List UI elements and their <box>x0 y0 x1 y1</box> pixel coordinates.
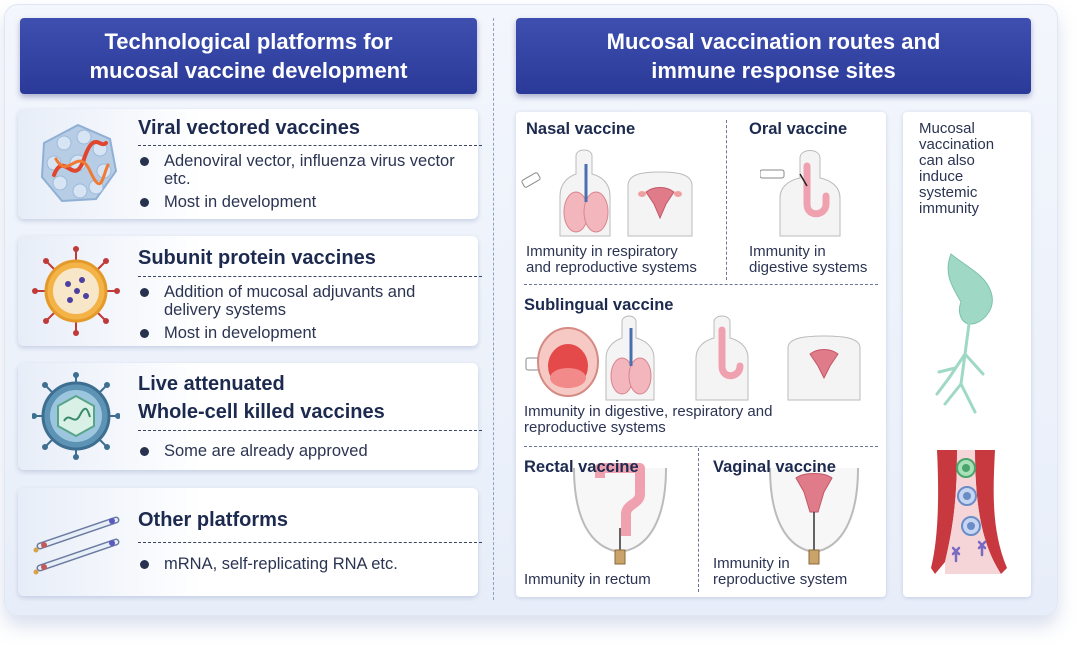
left-header: Technological platforms for mucosal vacc… <box>20 18 477 94</box>
vaginal-vaccine-title: Vaginal vaccine <box>713 458 836 476</box>
platform-card-subunit: Subunit protein vaccines Addition of muc… <box>18 236 482 347</box>
systemic-immunity-note: Mucosal vaccination can also induce syst… <box>919 120 995 217</box>
oral-digestive-illustration <box>760 146 870 238</box>
bullet-item: Some are already approved <box>138 442 468 460</box>
platform-title: Other platforms <box>138 509 289 531</box>
vaginal-illustration <box>766 458 862 568</box>
divider <box>726 120 727 280</box>
nanoparticle-icon <box>32 246 120 336</box>
rectal-vaccine-description: Immunity in rectum <box>524 571 651 588</box>
routes-panel: Nasal vaccine Oral vaccine <box>516 112 886 597</box>
bullet-list: mRNA, self-replicating RNA etc. <box>138 555 468 578</box>
rectal-vaccine-title: Rectal vaccine <box>524 458 639 476</box>
blood-vessel-illustration <box>931 450 1011 574</box>
sublingual-illustration <box>524 314 874 402</box>
oral-vaccine-description: Immunity in digestive systems <box>749 243 868 276</box>
title-rule <box>138 145 482 146</box>
bullet-item: Adenoviral vector, influenza virus vecto… <box>138 152 468 188</box>
title-rule <box>138 542 482 543</box>
platform-title: Subunit protein vaccines <box>138 247 376 269</box>
oral-vaccine-title: Oral vaccine <box>749 120 848 138</box>
title-rule <box>138 276 482 277</box>
bullet-list: Some are already approved <box>138 442 468 465</box>
sublingual-vaccine-title: Sublingual vaccine <box>524 296 674 314</box>
vaginal-vaccine-description: Immunity in reproductive system <box>713 555 848 588</box>
mrna-icon <box>32 508 124 578</box>
nasal-vaccine-title: Nasal vaccine <box>526 120 636 138</box>
bullet-list: Adenoviral vector, influenza virus vecto… <box>138 152 468 216</box>
platform-title: Viral vectored vaccines <box>138 117 360 139</box>
bullet-item: Most in development <box>138 324 468 342</box>
virus-icon <box>32 371 120 461</box>
nasal-respiratory-illustration <box>520 146 720 238</box>
divider <box>524 446 878 447</box>
sublingual-vaccine-description: Immunity in digestive, respiratory and r… <box>524 403 773 436</box>
platform-card-other: Other platforms mRNA, self-replicating R… <box>18 488 482 596</box>
bullet-list: Addition of mucosal adjuvants and delive… <box>138 283 468 347</box>
bullet-item: Most in development <box>138 193 468 211</box>
bullet-item: Addition of mucosal adjuvants and delive… <box>138 283 468 319</box>
platform-card-viral-vectored: Viral vectored vaccines Adenoviral vecto… <box>18 109 482 219</box>
rectal-illustration <box>570 458 670 568</box>
systemic-immunity-panel: Mucosal vaccination can also induce syst… <box>903 112 1031 597</box>
platform-card-live-attenuated: Live attenuated Whole-cell killed vaccin… <box>18 363 482 470</box>
bullet-item: mRNA, self-replicating RNA etc. <box>138 555 468 573</box>
neuron-illustration <box>931 244 1007 416</box>
platform-title: Live attenuated Whole-cell killed vaccin… <box>138 373 385 423</box>
title-rule <box>138 430 482 431</box>
nasal-vaccine-description: Immunity in respiratory and reproductive… <box>526 243 697 276</box>
right-header: Mucosal vaccination routes and immune re… <box>516 18 1031 94</box>
divider <box>698 448 699 592</box>
section-divider <box>493 18 494 600</box>
divider <box>524 284 878 285</box>
viral-vector-icon <box>34 119 122 209</box>
